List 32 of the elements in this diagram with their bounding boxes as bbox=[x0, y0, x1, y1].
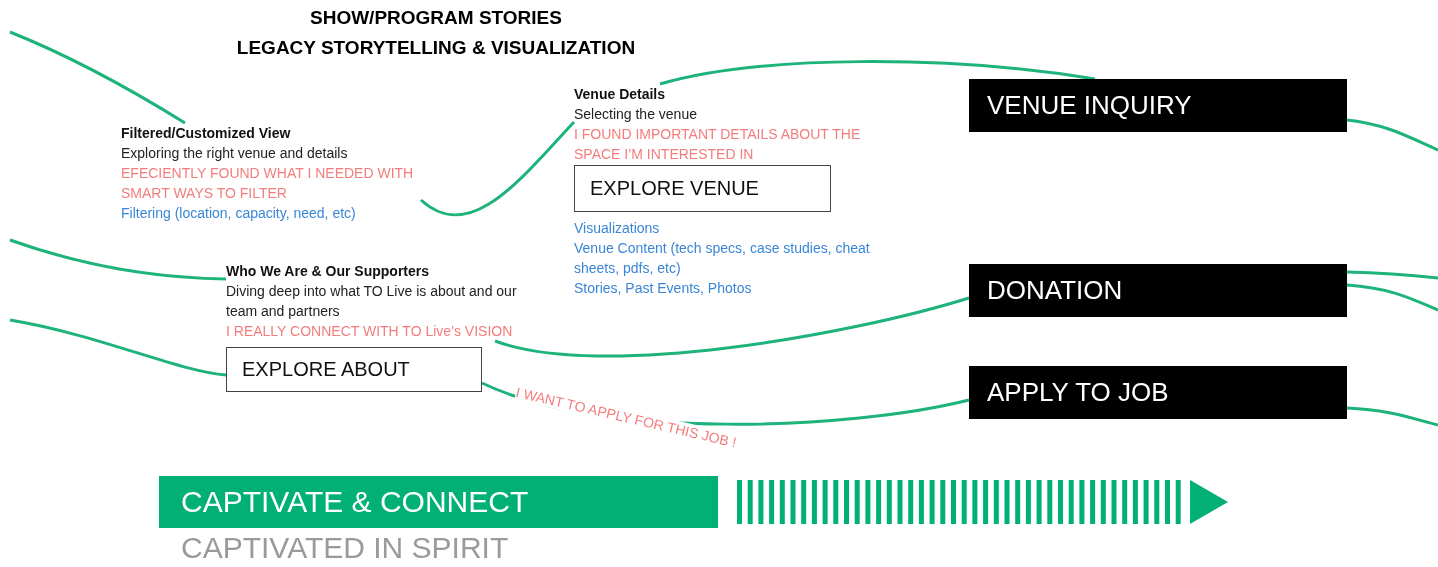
feature-list: Stories, Past Events, Photos bbox=[574, 278, 904, 298]
feature-list: Filtering (location, capacity, need, etc) bbox=[121, 203, 421, 223]
stage-label: CAPTIVATED IN SPIRIT bbox=[181, 531, 509, 565]
section-heading: Filtered/Customized View bbox=[121, 124, 292, 143]
journey-line bbox=[9, 238, 227, 281]
feature-list: Visualizations bbox=[574, 218, 904, 238]
section-heading: Venue Details bbox=[574, 85, 667, 104]
feature-list: Venue Content (tech specs, case studies, cheat sheets, pdfs, etc) bbox=[574, 238, 904, 278]
journey-line bbox=[1346, 270, 1438, 280]
subtitle: LEGACY STORYTELLING & VISUALIZATION bbox=[235, 37, 637, 59]
description-text: Exploring the right venue and details bbox=[121, 144, 349, 163]
touchpoint-box: EXPLORE ABOUT bbox=[226, 347, 482, 392]
journey-line bbox=[659, 60, 1096, 86]
outcome-box: VENUE INQUIRY bbox=[969, 79, 1347, 132]
journey-line bbox=[9, 30, 186, 125]
journey-line bbox=[1346, 118, 1438, 152]
outcome-box: APPLY TO JOB bbox=[969, 366, 1347, 419]
stage-banner: CAPTIVATE & CONNECT bbox=[159, 476, 718, 528]
journey-line bbox=[420, 121, 576, 217]
description-text: Selecting the venue bbox=[574, 105, 698, 124]
user-quote: EFECIENTLY FOUND WHAT I NEEDED WITH SMART WAYS TO FILTER bbox=[121, 164, 415, 203]
description-text: Diving deep into what TO Live is about and our team and partners bbox=[226, 282, 518, 321]
journey-line bbox=[1346, 283, 1438, 312]
outcome-box: DONATION bbox=[969, 264, 1347, 317]
title: SHOW/PROGRAM STORIES bbox=[309, 7, 563, 29]
touchpoint-box: EXPLORE VENUE bbox=[574, 165, 831, 212]
user-quote: I REALLY CONNECT WITH TO Live’s VISION bbox=[226, 322, 514, 341]
section-heading: Who We Are & Our Supporters bbox=[226, 262, 430, 281]
journey-line bbox=[1346, 406, 1438, 427]
journey-line bbox=[9, 318, 227, 377]
journey-line bbox=[494, 296, 970, 358]
user-quote: I FOUND IMPORTANT DETAILS ABOUT THE SPACE I’M INTERESTED IN bbox=[574, 125, 862, 164]
